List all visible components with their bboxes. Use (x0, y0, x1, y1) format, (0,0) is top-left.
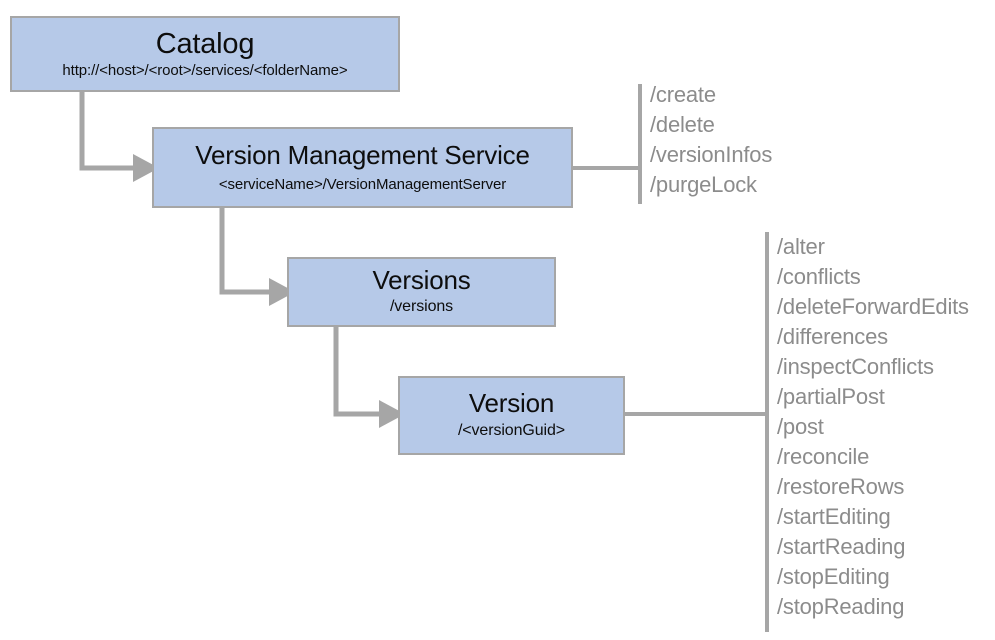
connector-service-to-versions (219, 208, 295, 306)
endpoint-item: /delete (650, 112, 715, 137)
node-version-title: Version (468, 388, 555, 419)
endpoint-item: /create (650, 82, 716, 107)
endpoint-item: /reconcile (777, 444, 870, 469)
endpoint-item: /deleteForwardEdits (777, 294, 969, 319)
node-versions-title: Versions (372, 265, 471, 296)
endpoint-item: /alter (777, 234, 825, 259)
endpoint-item: /conflicts (777, 264, 861, 289)
node-catalog-subtitle: http://<host>/<root>/services/<folderNam… (62, 62, 348, 80)
endpoint-item: /inspectConflicts (777, 354, 934, 379)
node-version-management-service-subtitle: <serviceName>/VersionManagementServer (218, 175, 507, 193)
endpoint-item: /post (777, 414, 824, 439)
endpoint-item: /differences (777, 324, 888, 349)
node-version-subtitle: /<versionGuid> (457, 422, 566, 440)
endpoint-item: /partialPost (777, 384, 885, 409)
endpoint-list-service: /create/delete/versionInfos/purgeLock (650, 80, 772, 200)
node-version[interactable]: Version /<versionGuid> (398, 376, 625, 455)
endpoint-item: /restoreRows (777, 474, 905, 499)
node-catalog-title: Catalog (155, 27, 255, 60)
endpoint-list-version: /alter/conflicts/deleteForwardEdits/diff… (777, 232, 969, 622)
endpoint-item: /startEditing (777, 504, 891, 529)
endpoint-item: /purgeLock (650, 172, 757, 197)
endpoint-item: /stopEditing (777, 564, 890, 589)
endpoint-bracket-version (765, 232, 769, 632)
endpoint-item: /startReading (777, 534, 906, 559)
endpoint-item: /versionInfos (650, 142, 773, 167)
node-versions-subtitle: /versions (389, 298, 454, 316)
node-version-management-service[interactable]: Version Management Service <serviceName>… (152, 127, 573, 208)
connector-catalog-to-service (79, 92, 159, 182)
node-catalog[interactable]: Catalog http://<host>/<root>/services/<f… (10, 16, 400, 92)
endpoint-item: /stopReading (777, 594, 905, 619)
node-version-management-service-title: Version Management Service (195, 140, 530, 171)
connector-versions-to-version (333, 327, 405, 428)
node-versions[interactable]: Versions /versions (287, 257, 556, 327)
endpoint-bracket-service (638, 84, 642, 204)
